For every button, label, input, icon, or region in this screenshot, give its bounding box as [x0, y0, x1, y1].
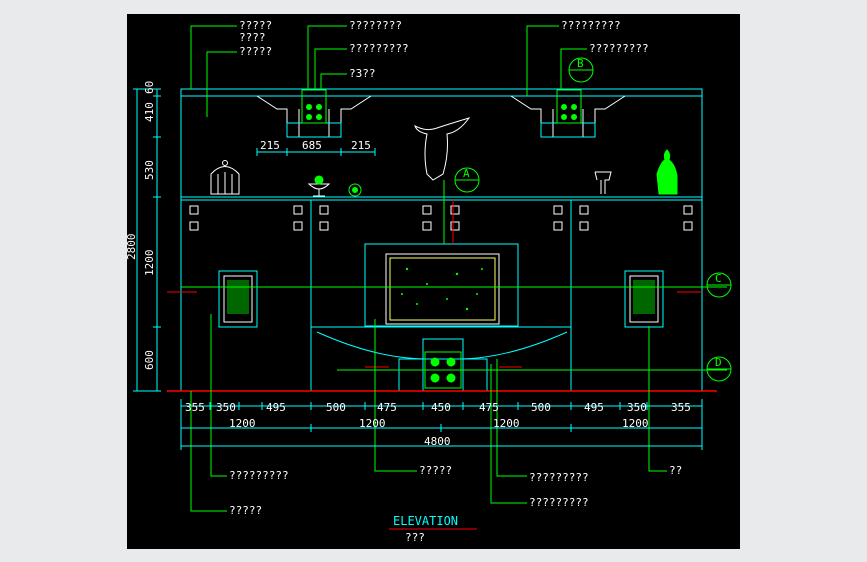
- callout-top-center-3: ?3??: [349, 67, 376, 80]
- section-mark-b: B: [577, 57, 584, 70]
- dim-bottom-8: 500: [531, 401, 551, 414]
- dim-left-1200: 1200: [143, 250, 156, 277]
- callout-top-left-3: ?????: [239, 45, 272, 58]
- dim-left-530: 530: [143, 160, 156, 180]
- dim-bottom-9: 495: [584, 401, 604, 414]
- tv-cabinet-frame: [364, 243, 519, 327]
- callout-bottom-4: ??: [669, 464, 682, 477]
- dim-bottom-11: 355: [671, 401, 691, 414]
- dim-left-600: 600: [143, 350, 156, 370]
- left-niche: [218, 270, 258, 328]
- right-niche: [624, 270, 664, 328]
- dim-bottom-row2-4: 1200: [622, 417, 649, 430]
- dim-bottom-row2-2: 1200: [359, 417, 386, 430]
- dim-top-2: 685: [302, 139, 322, 152]
- dim-bottom-7: 475: [479, 401, 499, 414]
- dim-left-60: 60: [143, 81, 156, 94]
- dim-bottom-5: 475: [377, 401, 397, 414]
- callout-bottom-1: ?????????: [229, 469, 289, 482]
- callout-top-left-2: ????: [239, 31, 266, 44]
- dim-bottom-row2-3: 1200: [493, 417, 520, 430]
- dim-left-2800: 2800: [127, 234, 138, 261]
- dim-bottom-1: 355: [185, 401, 205, 414]
- callout-top-center-1: ????????: [349, 19, 402, 32]
- dim-top-1: 215: [260, 139, 280, 152]
- callout-top-left-1: ?????: [239, 19, 272, 32]
- section-mark-a: A: [463, 167, 470, 180]
- drawing-subtitle: ???: [405, 531, 425, 544]
- dim-bottom-2: 350: [216, 401, 236, 414]
- callout-top-right-1: ?????????: [561, 19, 621, 32]
- callout-bottom-2: ?????: [419, 464, 452, 477]
- callout-bottom-5: ?????????: [529, 496, 589, 509]
- dim-top-3: 215: [351, 139, 371, 152]
- section-mark-d: D: [715, 356, 722, 369]
- callout-bottom-3: ?????????: [529, 471, 589, 484]
- elevation-drawing: ????? ???? ????? ???????? ????????? ?3??…: [127, 19, 732, 544]
- dim-bottom-total: 4800: [424, 435, 451, 448]
- section-mark-c: C: [715, 272, 722, 285]
- dim-bottom-6: 450: [431, 401, 451, 414]
- dim-left-410: 410: [143, 102, 156, 122]
- callout-top-right-2: ?????????: [589, 42, 649, 55]
- dim-bottom-3: 495: [266, 401, 286, 414]
- callout-top-center-2: ?????????: [349, 42, 409, 55]
- dim-bottom-4: 500: [326, 401, 346, 414]
- decor-objects: [210, 117, 612, 197]
- drawing-title: ELEVATION: [393, 514, 458, 528]
- dim-bottom-10: 350: [627, 401, 647, 414]
- cad-canvas: ????? ???? ????? ???????? ????????? ?3??…: [127, 14, 740, 549]
- tv-screen: [385, 253, 500, 325]
- dim-bottom-row2-1: 1200: [229, 417, 256, 430]
- wall-outline: [180, 88, 703, 392]
- callout-bottom-6: ?????: [229, 504, 262, 517]
